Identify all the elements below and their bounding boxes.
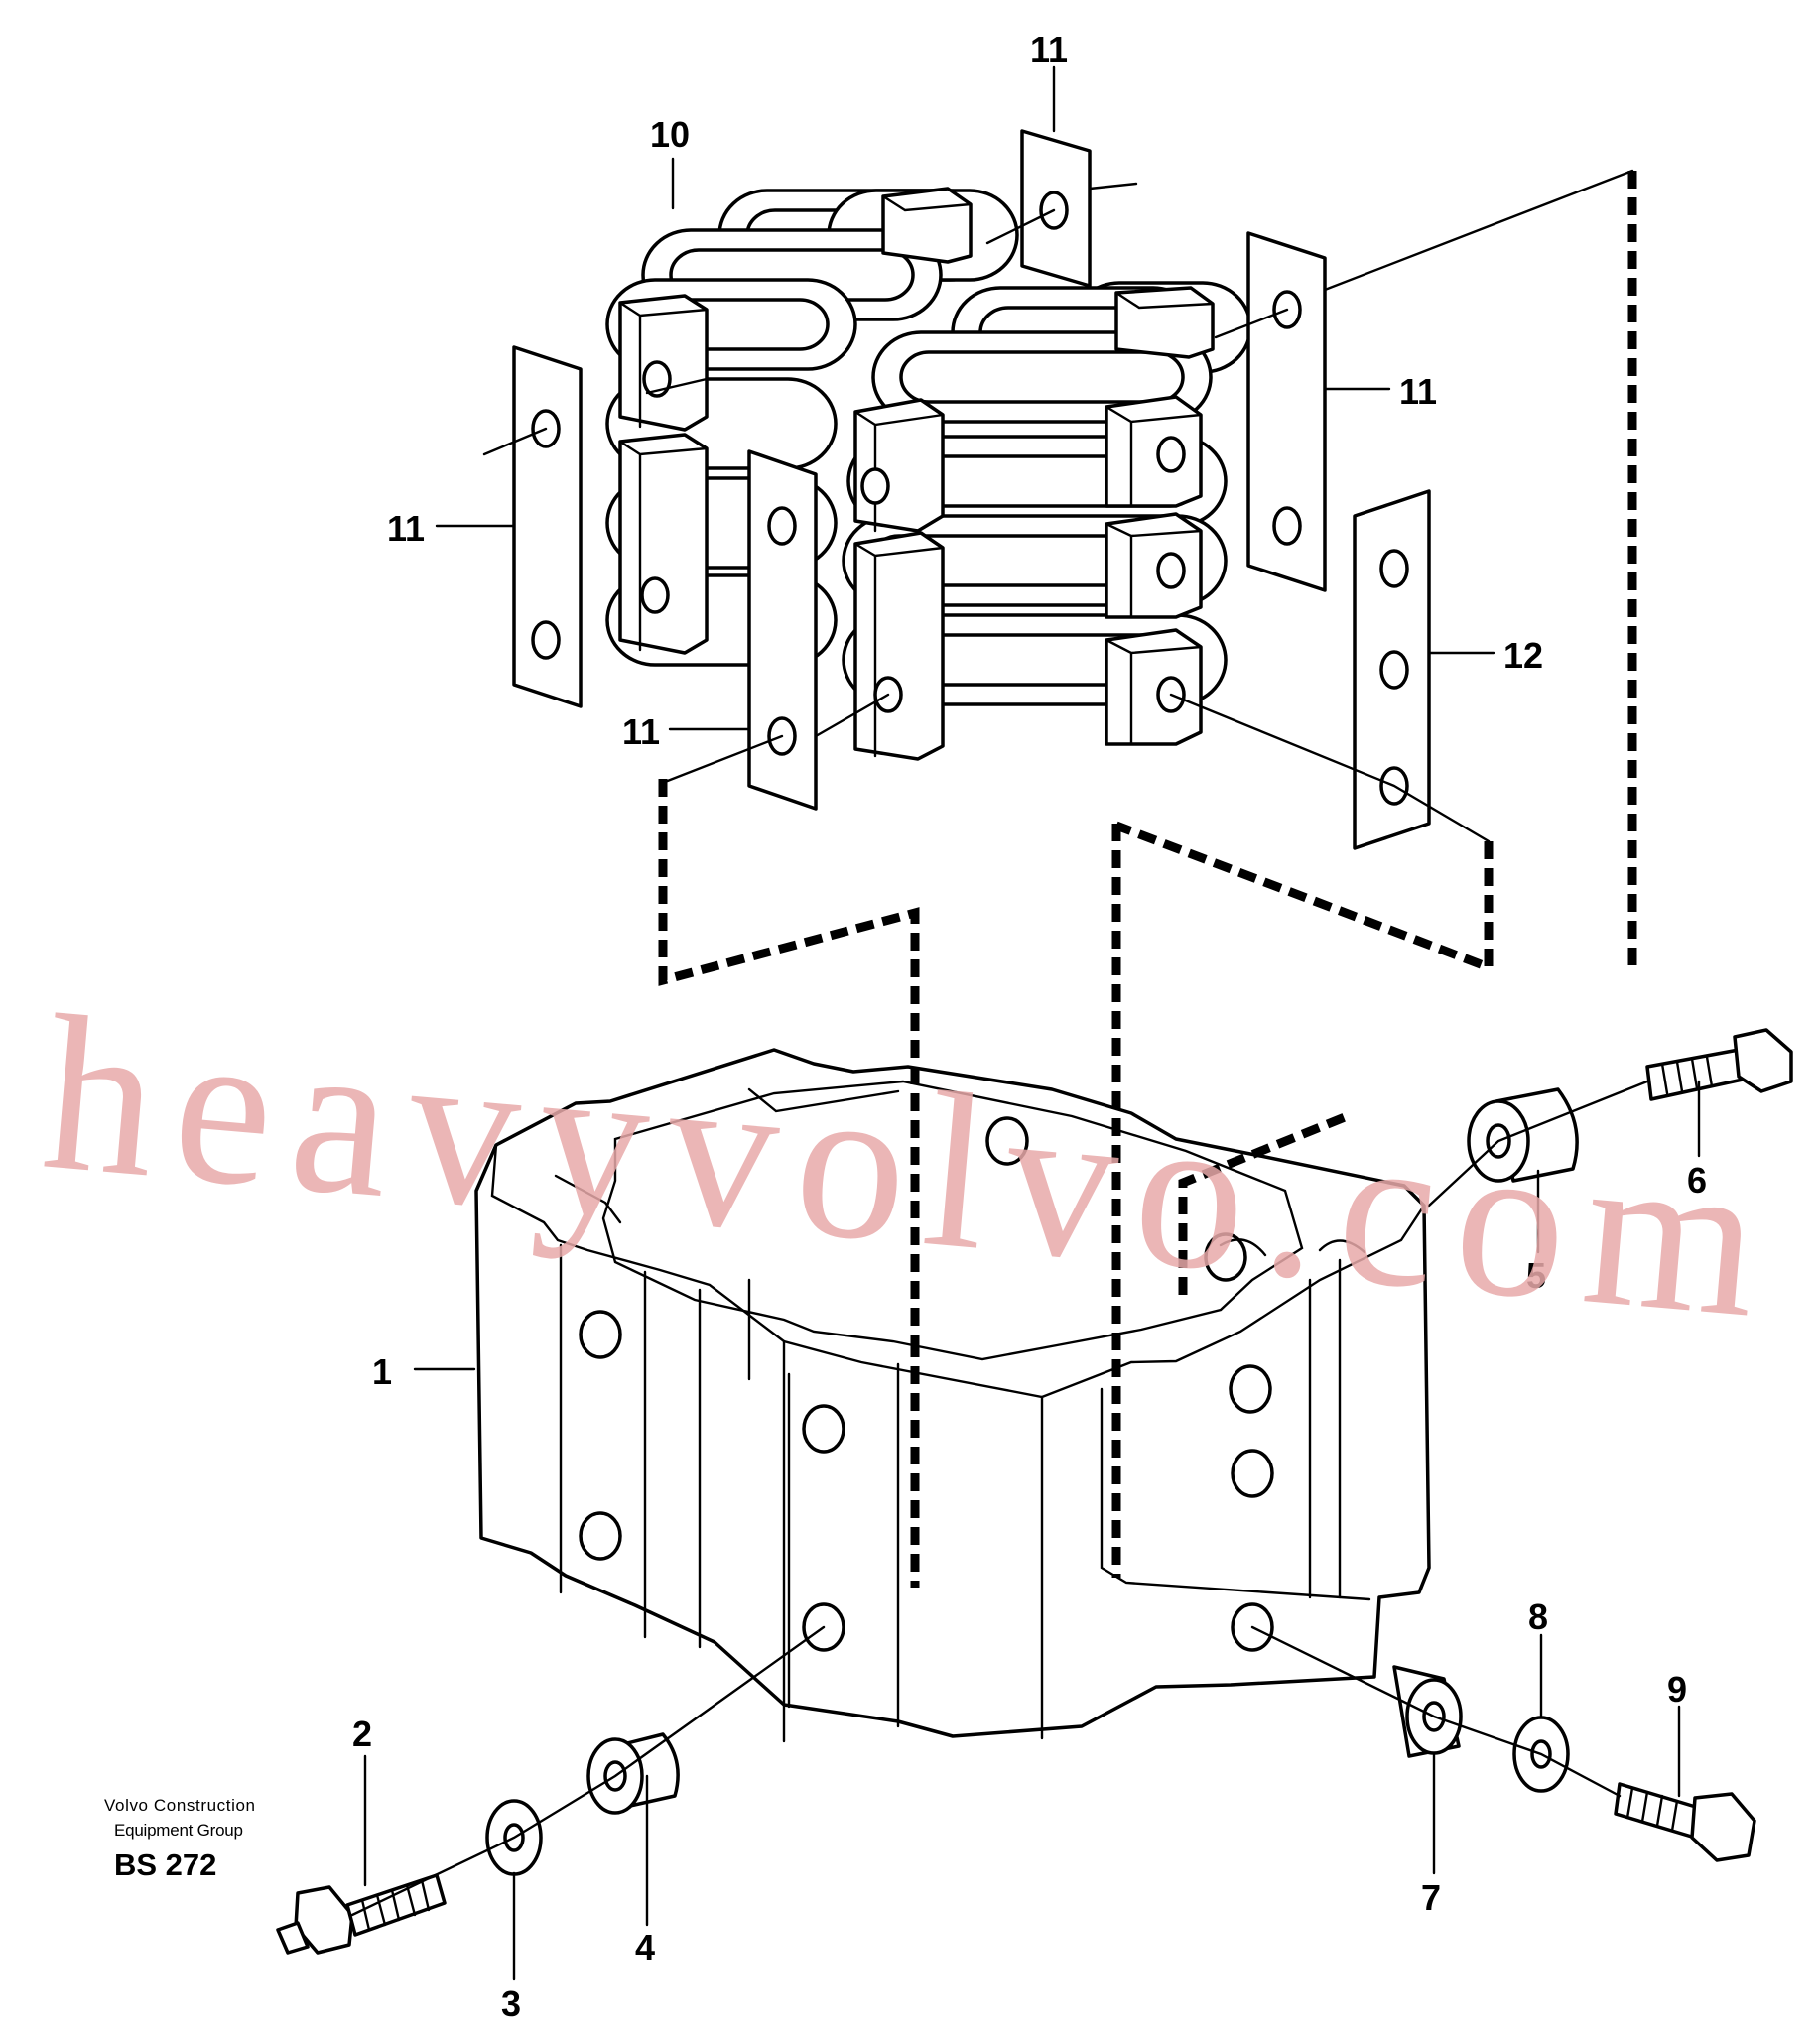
callout-11-top: 11 — [1030, 29, 1068, 69]
callout-11-left: 11 — [387, 508, 425, 549]
housing — [474, 1048, 1431, 1743]
callout-labels: 1 2 3 4 5 6 7 8 9 10 11 11 11 11 12 — [352, 29, 1707, 2024]
bushing-right-lower — [1392, 1665, 1463, 1758]
bolt-right-lower — [1614, 1782, 1756, 1862]
callout-8: 8 — [1528, 1596, 1548, 1637]
connection-plates — [482, 129, 1634, 850]
credit-line-1: Volvo Construction — [104, 1796, 255, 1815]
callout-11-lower: 11 — [622, 711, 660, 752]
callout-10: 10 — [650, 114, 690, 155]
callout-3: 3 — [501, 1983, 521, 2024]
credit-line-2: Equipment Group — [114, 1821, 243, 1840]
callout-12: 12 — [1503, 635, 1543, 676]
publisher-credit: Volvo Construction Equipment Group BS 27… — [104, 1796, 255, 1882]
housing-bolt-holes — [579, 1116, 1366, 1652]
callout-4: 4 — [635, 1927, 655, 1968]
drawing-code: BS 272 — [114, 1847, 216, 1882]
callout-6: 6 — [1687, 1160, 1707, 1201]
plate-left — [512, 345, 583, 708]
plate-top — [1020, 129, 1138, 288]
callout-7: 7 — [1421, 1877, 1441, 1918]
fasteners — [276, 1028, 1793, 1955]
bolt-right-upper — [1645, 1028, 1793, 1101]
callout-9: 9 — [1667, 1669, 1687, 1710]
callout-11-right: 11 — [1399, 371, 1437, 412]
bushing-left — [586, 1732, 680, 1815]
callout-2: 2 — [352, 1714, 372, 1754]
terminal-blocks — [618, 187, 1215, 761]
callout-5: 5 — [1526, 1255, 1546, 1296]
plate-long-right — [1353, 489, 1431, 850]
bracket-outlines — [658, 171, 1637, 1588]
leader-lines — [363, 65, 1701, 1981]
plate-center-lower — [747, 449, 818, 811]
bolt-left — [276, 1873, 447, 1955]
callout-1: 1 — [372, 1351, 392, 1392]
heating-coil — [605, 187, 1252, 761]
plate-right — [1246, 231, 1327, 592]
